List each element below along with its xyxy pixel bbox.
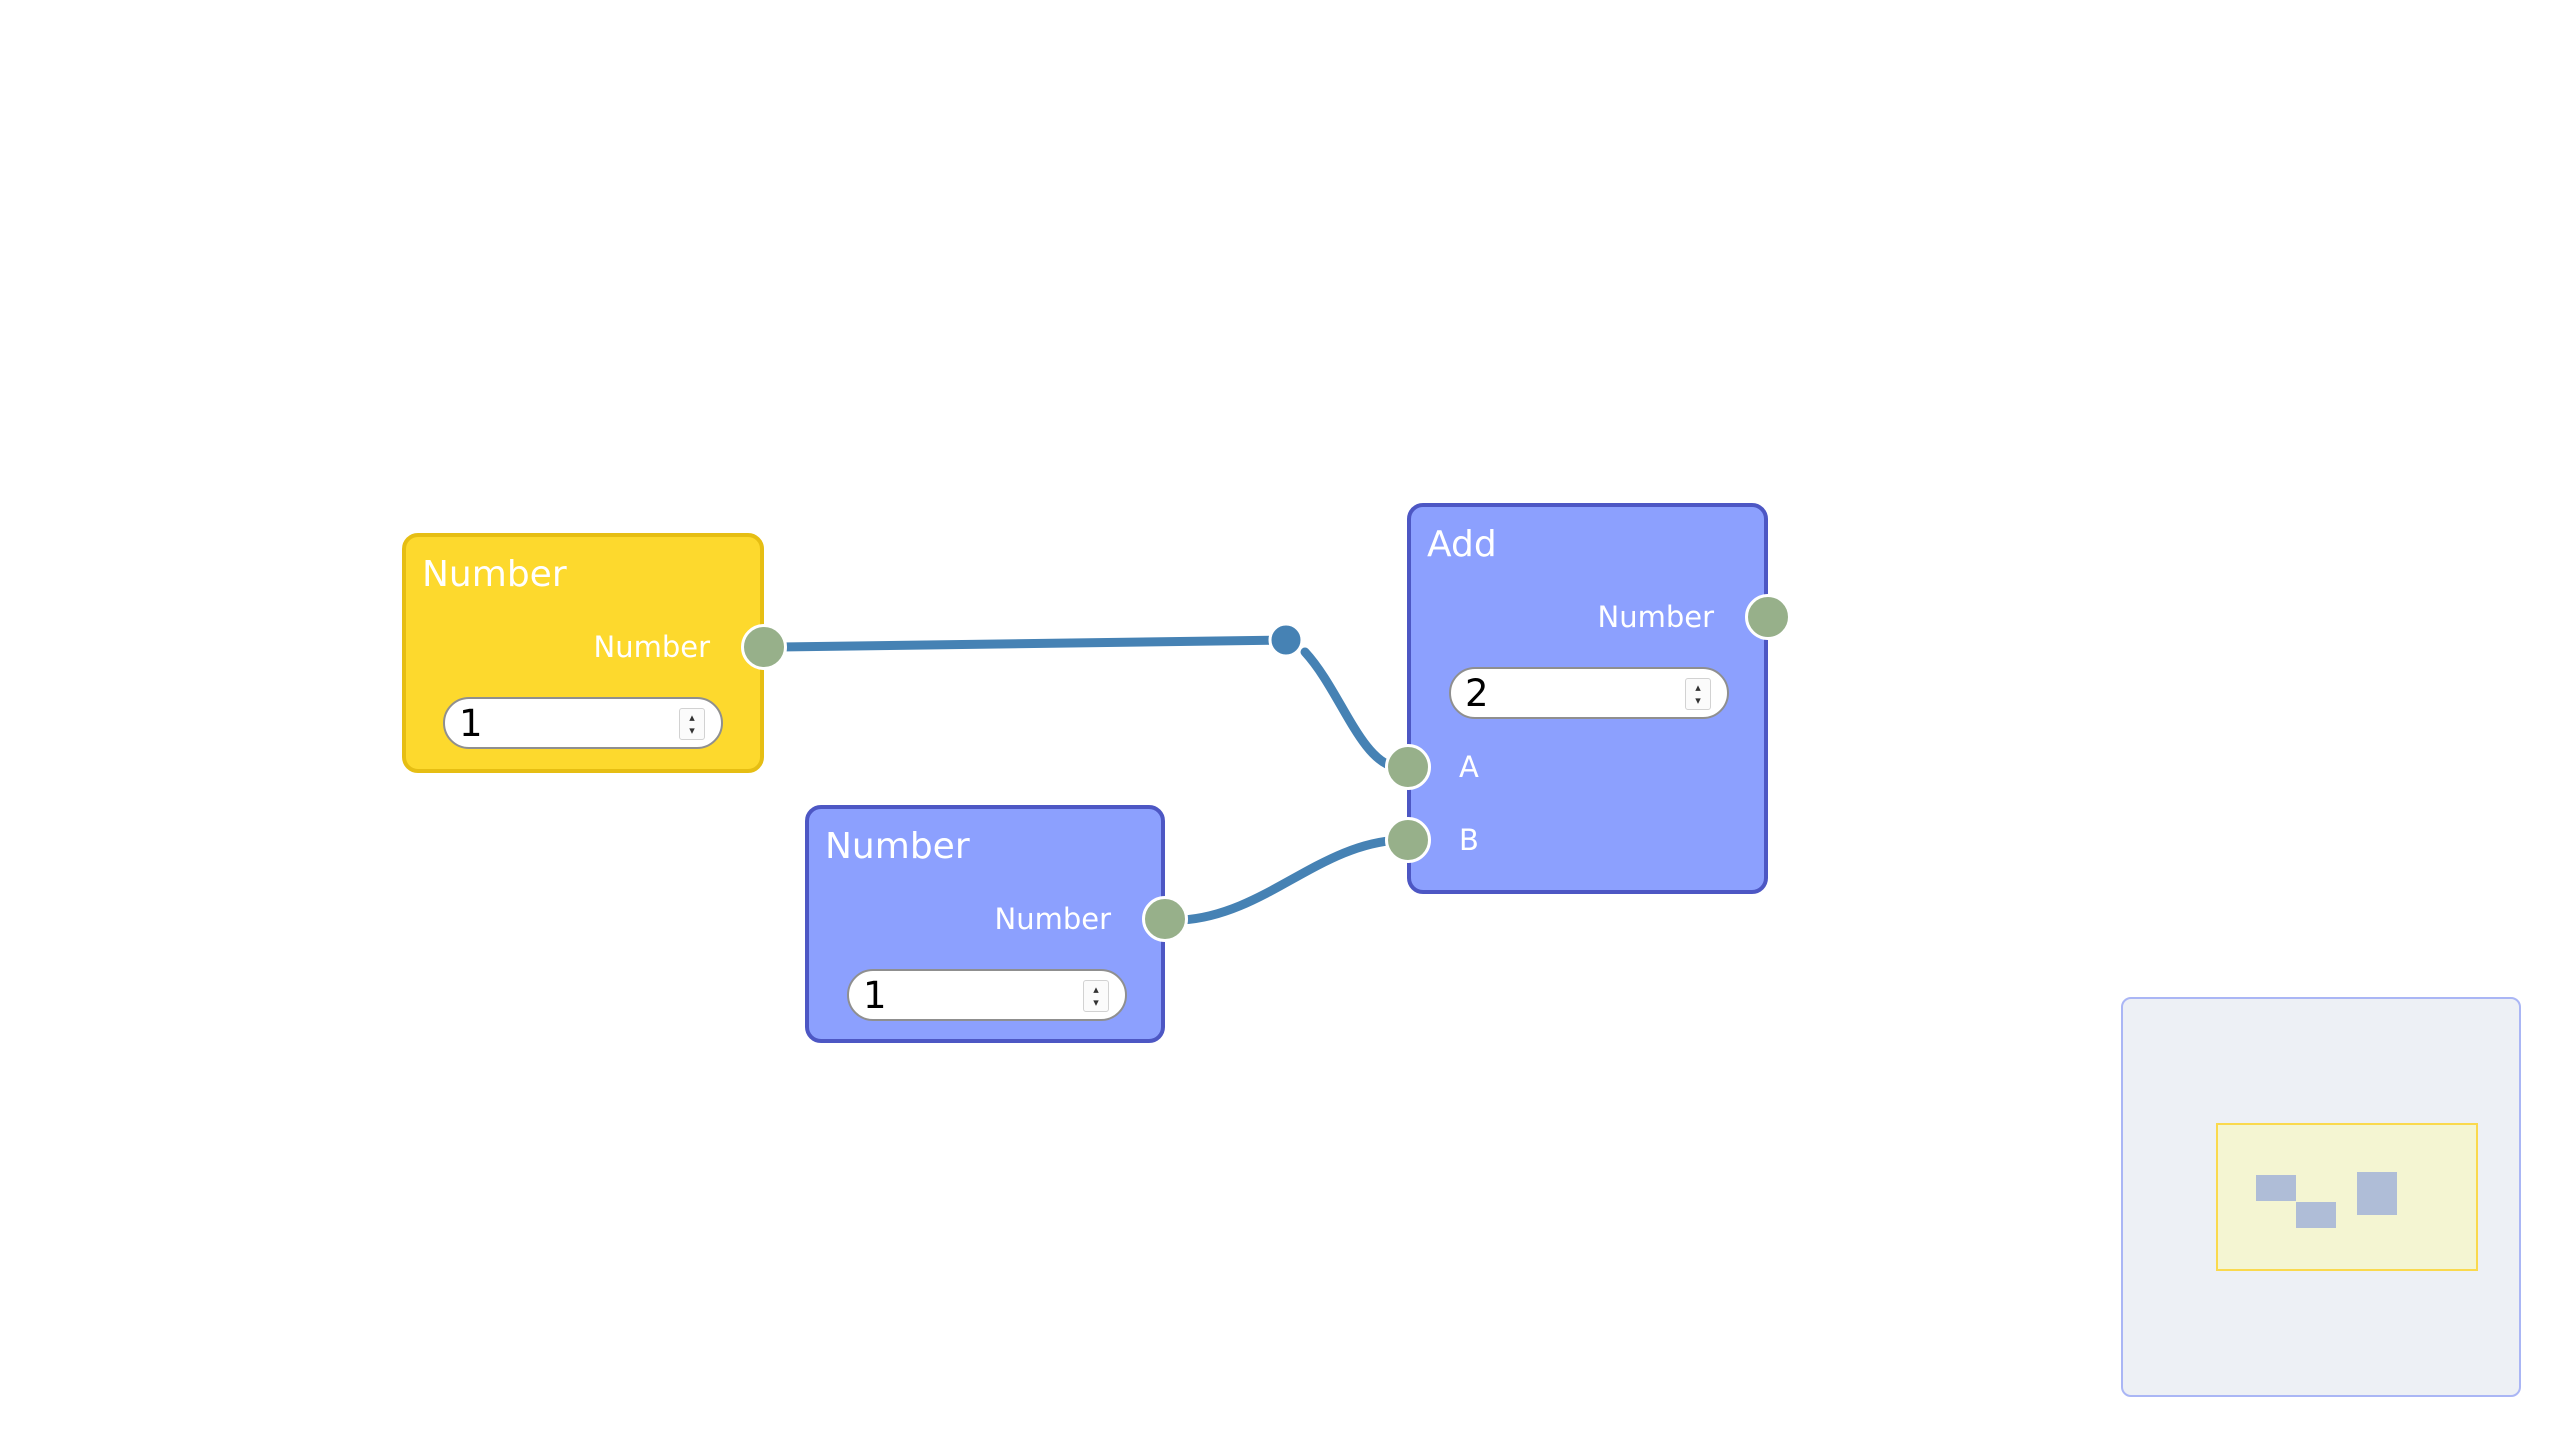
node-title: Number — [825, 826, 970, 867]
spinner-arrows-icon[interactable]: ▴ ▾ — [1083, 980, 1109, 1012]
number-node[interactable]: Number Number 1 ▴ ▾ — [805, 805, 1188, 1043]
connection-reroute-to-add-a[interactable] — [1300, 647, 1400, 772]
output-port-circle-port-icon[interactable] — [1745, 594, 1791, 640]
output-port-circle-port-icon[interactable] — [1142, 896, 1188, 942]
number-value: 2 — [1465, 672, 1489, 715]
add-node[interactable]: Add Number 2 ▴ ▾ A B — [1385, 503, 1791, 894]
minimap-viewport[interactable] — [2216, 1123, 2478, 1271]
output-label: Number — [593, 630, 711, 664]
spin-down-icon[interactable]: ▾ — [1093, 996, 1099, 1009]
input-a-port-circle-port-icon[interactable] — [1385, 744, 1431, 790]
spin-up-icon[interactable]: ▴ — [689, 711, 695, 724]
number-input[interactable]: 1 ▴ ▾ — [847, 969, 1127, 1021]
minimap-node-add — [2357, 1172, 2397, 1215]
number-value: 1 — [863, 974, 887, 1017]
output-label: Number — [994, 902, 1112, 936]
minimap[interactable] — [2121, 997, 2521, 1397]
number-node-selected[interactable]: Number Number 1 ▴ ▾ — [402, 533, 787, 773]
node-title: Number — [422, 554, 567, 595]
output-label: Number — [1597, 600, 1715, 634]
number-value: 1 — [459, 702, 483, 745]
spin-down-icon[interactable]: ▾ — [689, 724, 695, 737]
minimap-node-number-selected — [2256, 1175, 2296, 1201]
spinner-arrows-icon[interactable]: ▴ ▾ — [679, 708, 705, 740]
number-input[interactable]: 2 ▴ ▾ — [1449, 667, 1729, 719]
connection-number-yellow-to-reroute[interactable] — [775, 635, 1291, 652]
reroute-dot-icon[interactable] — [1268, 622, 1304, 658]
spin-up-icon[interactable]: ▴ — [1093, 983, 1099, 996]
output-port-circle-port-icon[interactable] — [741, 624, 787, 670]
spinner-arrows-icon[interactable]: ▴ ▾ — [1685, 678, 1711, 710]
spin-up-icon[interactable]: ▴ — [1695, 681, 1701, 694]
input-a-label: A — [1459, 750, 1479, 784]
spin-down-icon[interactable]: ▾ — [1695, 694, 1701, 707]
input-b-port-circle-port-icon[interactable] — [1385, 817, 1431, 863]
node-title: Add — [1427, 524, 1497, 565]
input-b-label: B — [1459, 823, 1479, 857]
minimap-node-number — [2296, 1202, 2336, 1228]
number-input[interactable]: 1 ▴ ▾ — [443, 697, 723, 749]
connection-number-blue-to-add-b[interactable] — [1177, 835, 1405, 925]
